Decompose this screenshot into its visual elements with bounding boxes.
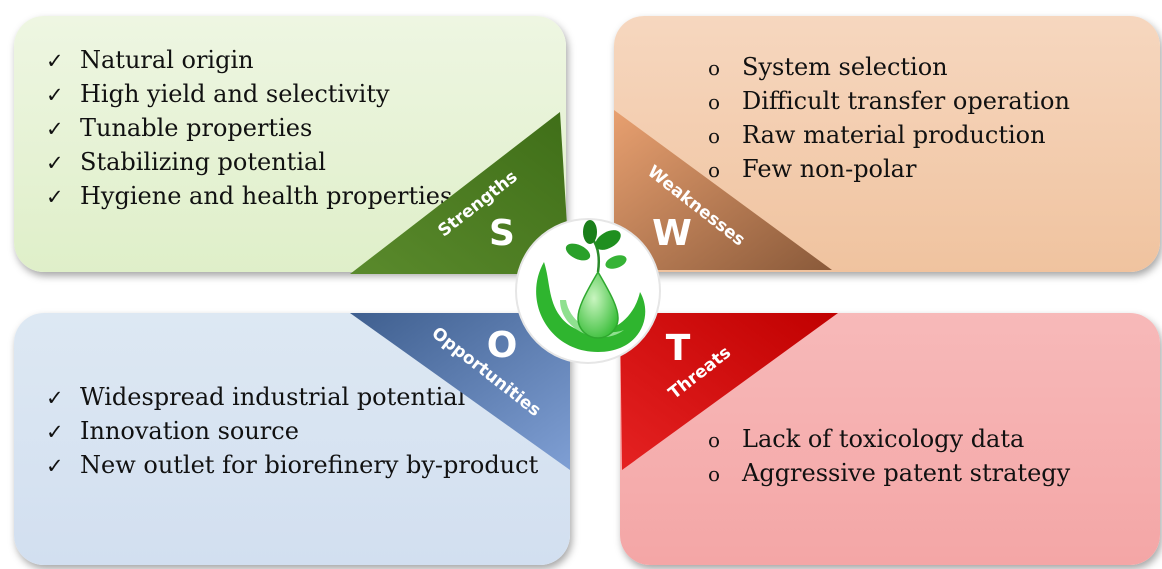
list-item: ✓Tunable properties [46, 114, 313, 142]
list-item: ✓Hygiene and health properties [46, 182, 453, 210]
weaknesses-wedge [614, 110, 832, 270]
opportunities-letter: O [487, 325, 518, 366]
leaf-icon [565, 243, 591, 261]
list-item: ✓Innovation source [46, 417, 299, 445]
leaf-droplet-logo [515, 218, 661, 364]
threats-wedge [620, 313, 838, 470]
opportunities-wedge [350, 313, 570, 470]
swirl-highlight-icon [560, 300, 624, 338]
strengths-wedge [350, 112, 570, 274]
droplet-icon [577, 270, 619, 339]
leaf-icon [583, 220, 597, 244]
leaf-icon [595, 230, 621, 250]
strengths-letter: S [489, 213, 515, 254]
list-item: ✓Widespread industrial potential [46, 383, 466, 411]
list-item: ✓Stabilizing potential [46, 148, 326, 176]
leaf-icon [605, 255, 627, 269]
list-item: ✓New outlet for biorefinery by-product [46, 451, 539, 479]
opportunities-list: ✓Widespread industrial potential ✓Innova… [46, 381, 538, 483]
list-item: ✓High yield and selectivity [46, 80, 390, 108]
list-item: ✓Natural origin [46, 46, 254, 74]
weaknesses-letter: W [652, 213, 692, 254]
strengths-list: ✓Natural origin ✓High yield and selectiv… [46, 44, 452, 214]
swirl-icon [536, 262, 646, 352]
threats-letter: T [666, 328, 691, 369]
